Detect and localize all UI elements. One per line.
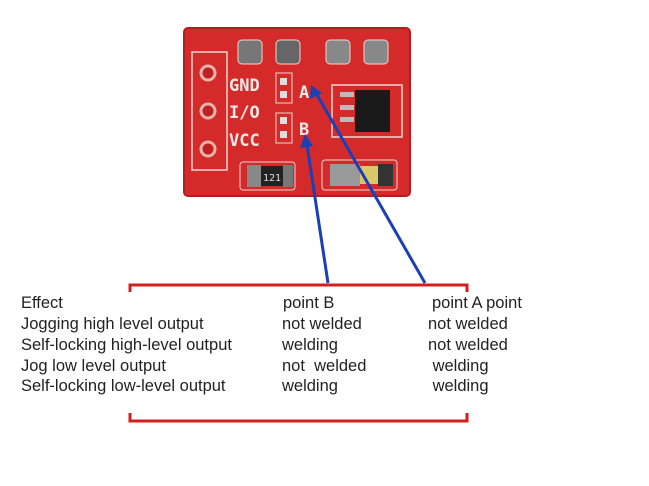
table-row: Self-locking high-level output welding n…: [0, 335, 649, 355]
label-point-b: B: [299, 120, 309, 140]
arrow-to-point-b: [300, 134, 330, 284]
table-row: Jogging high level output not welded not…: [0, 314, 649, 334]
cell-point-a: welding: [428, 377, 489, 395]
label-gnd: GND: [229, 76, 260, 96]
cell-point-a: welding: [428, 357, 489, 375]
cell-point-b: welding: [282, 377, 338, 395]
cell-point-b: welding: [282, 336, 338, 354]
cell-point-a: not welded: [428, 336, 508, 354]
header-effect: Effect: [21, 294, 63, 312]
cell-effect: Jogging high level output: [21, 315, 204, 333]
table-row: Jog low level output not welded welding: [0, 356, 649, 376]
table-row: Self-locking low-level output welding we…: [0, 376, 649, 396]
label-point-a: A: [299, 83, 309, 103]
header-point-b: point B: [283, 294, 335, 312]
cell-effect: Self-locking high-level output: [21, 336, 232, 354]
table-bracket: [128, 283, 469, 423]
arrow-to-point-a: [310, 85, 427, 284]
cell-point-b: not welded: [282, 357, 367, 375]
label-io: I/O: [229, 103, 260, 123]
header-point-a: point A point: [432, 294, 522, 312]
label-vcc: VCC: [229, 131, 260, 151]
pcb-board: 121 GND I/O VCC A B: [183, 27, 411, 197]
cell-effect: Self-locking low-level output: [21, 377, 226, 395]
cell-effect: Jog low level output: [21, 357, 166, 375]
resistor-marking: 121: [263, 173, 281, 184]
cell-point-a: not welded: [428, 315, 508, 333]
cell-point-b: not welded: [282, 315, 362, 333]
table-header-row: Effect point B point A point: [0, 293, 649, 313]
